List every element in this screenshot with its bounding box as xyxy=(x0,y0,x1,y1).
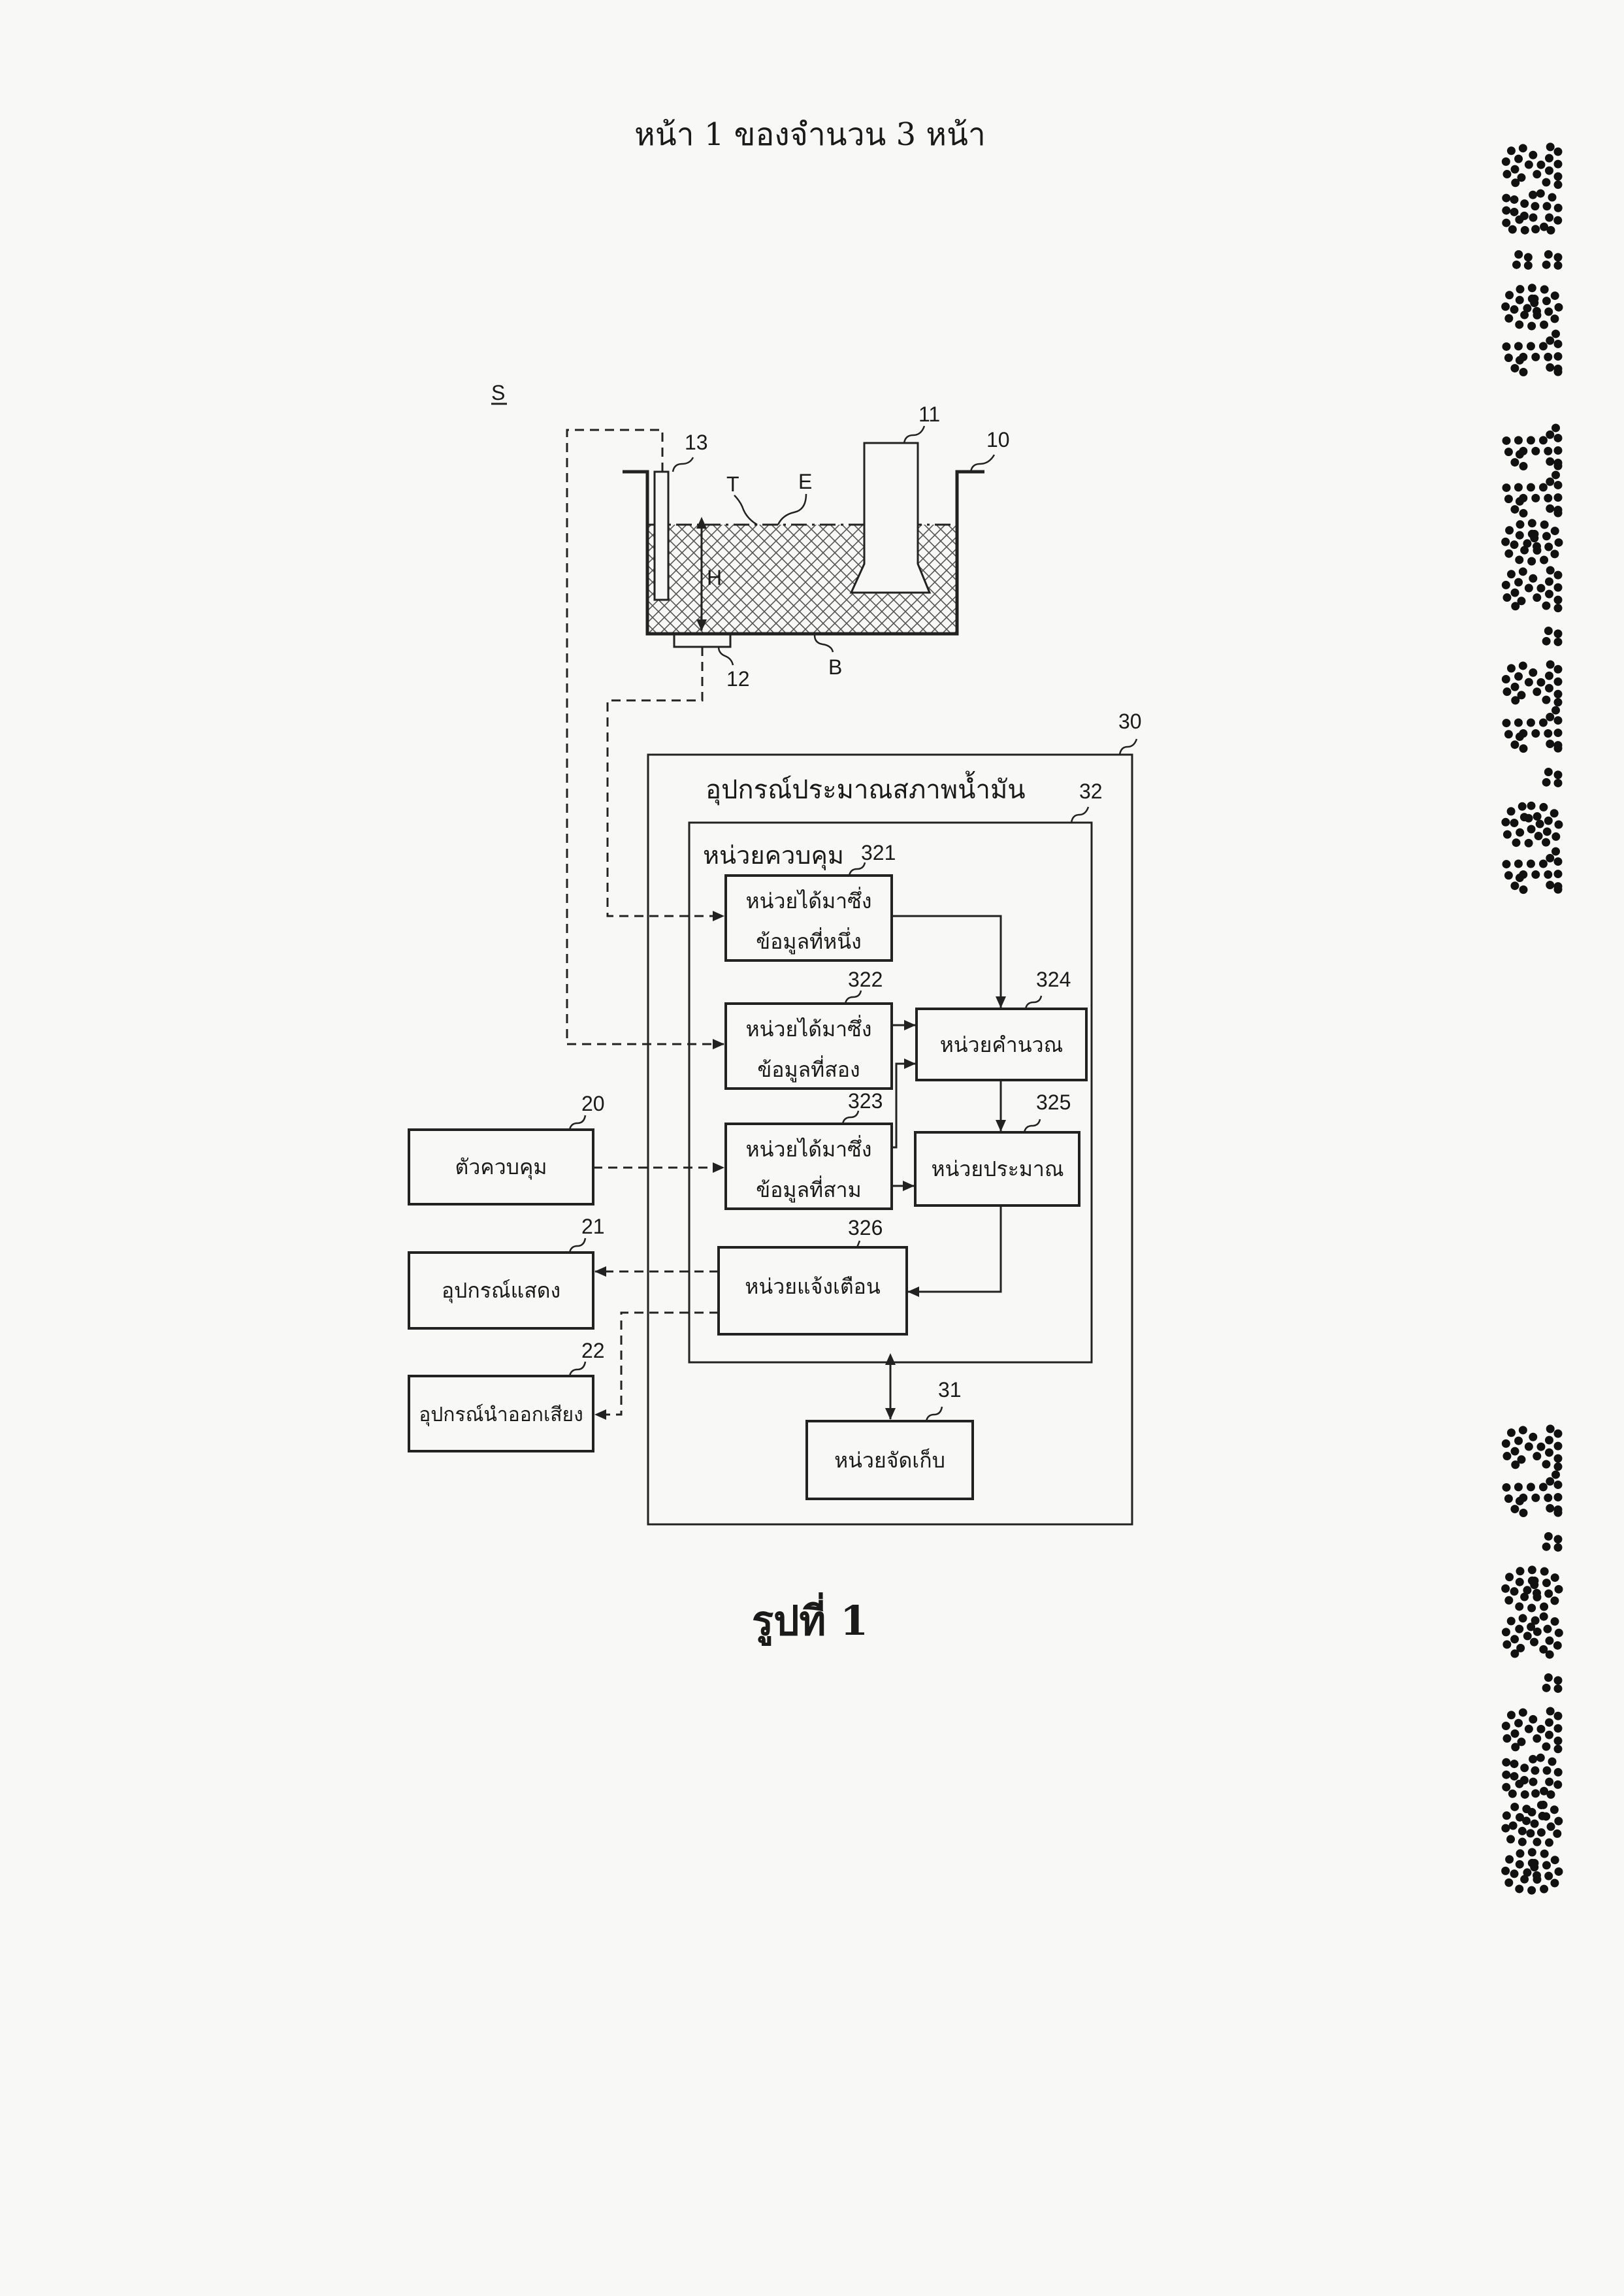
oil-state-estimation-device xyxy=(647,753,1133,1526)
ref-324: 324 xyxy=(1036,968,1071,991)
label-T: T xyxy=(726,472,739,496)
device-title: อุปกรณ์ประมาณสภาพน้ำมัน xyxy=(706,770,1026,806)
ref-321: 321 xyxy=(861,841,896,864)
unit-326-label: หน่วยแจ้งเตือน xyxy=(745,1274,881,1299)
leader-32 xyxy=(1070,806,1090,823)
ref-10: 10 xyxy=(986,428,1010,451)
leader-13 xyxy=(672,457,694,472)
arrow-323-to-324 xyxy=(892,1058,916,1149)
leader-322 xyxy=(844,990,862,1004)
leader-B xyxy=(813,634,834,653)
ref-31: 31 xyxy=(938,1378,962,1402)
unit-323-line2: ข้อมูลที่สาม xyxy=(756,1175,861,1203)
arrow-325-to-326 xyxy=(907,1205,1002,1297)
notification-unit xyxy=(717,1246,908,1336)
leader-324 xyxy=(1024,995,1043,1009)
audio-output-device-label: อุปกรณ์นำออกเสียง xyxy=(419,1403,583,1427)
leader-E xyxy=(777,493,807,525)
label-E: E xyxy=(798,470,812,493)
leader-31 xyxy=(925,1406,943,1422)
display-device-label: อุปกรณ์แสดง xyxy=(442,1278,560,1304)
unit-321-line2: ข้อมูลที่หนึ่ง xyxy=(756,927,861,955)
temperature-sensor xyxy=(653,470,670,601)
label-H: H xyxy=(707,566,722,589)
unit-325-label: หน่วยประมาณ xyxy=(931,1156,1064,1181)
arrow-321-to-324 xyxy=(892,915,1006,1008)
leader-323 xyxy=(841,1110,860,1124)
unit-322-line1: หน่วยได้มาซึ่ง xyxy=(746,1015,872,1041)
ref-21: 21 xyxy=(581,1215,605,1238)
first-info-acquisition-unit xyxy=(724,874,893,962)
leader-T xyxy=(734,495,758,526)
date-stamp: 19.12.2011 10:52 xyxy=(1493,142,1582,895)
ref-32: 32 xyxy=(1079,779,1103,803)
ref-20: 20 xyxy=(581,1092,605,1115)
signal-line-temperature xyxy=(566,429,724,1049)
leader-325 xyxy=(1023,1119,1041,1133)
unit-321-line1: หน่วยได้มาซึ่ง xyxy=(746,887,872,913)
number-stamp: 0852.30.12 xyxy=(1493,1424,1582,1895)
control-unit-title: หน่วยควบคุม xyxy=(703,841,844,870)
signal-line-pressure xyxy=(606,647,724,921)
unit-323-line1: หน่วยได้มาซึ่ง xyxy=(746,1135,872,1162)
controller-label: ตัวควบคุม xyxy=(455,1155,547,1180)
storage-unit xyxy=(805,1420,974,1500)
third-info-acquisition-unit xyxy=(724,1123,893,1210)
leader-326 xyxy=(856,1240,861,1248)
pressure-sensor xyxy=(673,633,732,648)
ref-326: 326 xyxy=(848,1216,883,1239)
signal-line-audio xyxy=(594,1311,719,1420)
storage-unit-label: หน่วยจัดเก็บ xyxy=(834,1448,945,1473)
ref-323: 323 xyxy=(848,1089,883,1113)
audio-output-device-box xyxy=(408,1375,594,1452)
leader-321 xyxy=(848,862,866,876)
leader-12 xyxy=(717,646,734,666)
ref-13: 13 xyxy=(685,431,708,454)
leader-21 xyxy=(568,1238,587,1253)
heater xyxy=(849,442,932,594)
ref-325: 325 xyxy=(1036,1091,1071,1114)
figure-caption: รูปที่ 1 xyxy=(752,1592,868,1646)
ref-22: 22 xyxy=(581,1339,605,1362)
tank-wall xyxy=(623,470,984,636)
leader-11 xyxy=(903,425,926,444)
estimation-unit xyxy=(914,1131,1080,1207)
second-info-acquisition-unit xyxy=(724,1002,893,1090)
ref-12: 12 xyxy=(726,667,750,691)
leader-30 xyxy=(1118,738,1138,755)
page-indicator: หน้า 1 ของจำนวน 3 หน้า xyxy=(634,116,986,153)
ref-322: 322 xyxy=(848,968,883,991)
ref-11: 11 xyxy=(918,402,940,426)
oil-tank xyxy=(623,442,984,648)
leader-22 xyxy=(568,1361,587,1377)
leader-10 xyxy=(969,454,996,472)
leader-20 xyxy=(568,1115,587,1130)
label-B: B xyxy=(828,655,842,679)
ref-30: 30 xyxy=(1118,710,1142,733)
display-device-box xyxy=(408,1251,594,1330)
unit-324-label: หน่วยคำนวณ xyxy=(940,1032,1064,1057)
system-label: S xyxy=(491,381,505,404)
unit-322-line2: ข้อมูลที่สอง xyxy=(757,1055,860,1083)
